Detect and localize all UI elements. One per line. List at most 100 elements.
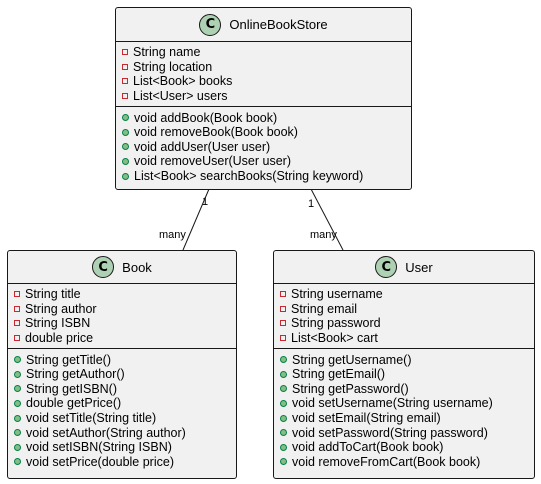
attribute-text: double price [25, 331, 94, 346]
method-text: void setEmail(String email) [292, 411, 441, 426]
method-text: void removeFromCart(Book book) [292, 454, 481, 469]
private-square-icon [14, 305, 20, 312]
attribute-text: String ISBN [25, 316, 91, 331]
method-text: void addBook(Book book) [134, 110, 278, 125]
method-text: String getAuthor() [26, 367, 125, 382]
attribute-row: String email [280, 302, 534, 317]
class-c-icon: C [199, 13, 222, 36]
method-text: String getTitle() [26, 352, 111, 367]
attribute-row: String username [280, 287, 534, 302]
private-square-icon [122, 63, 128, 70]
association-line-store-user [310, 188, 344, 251]
private-square-icon [14, 291, 20, 298]
private-square-icon [14, 335, 20, 342]
class-name: User [405, 259, 433, 275]
mult-store-user-target: many [310, 229, 337, 241]
attribute-row: String title [14, 287, 236, 302]
public-circle-icon [14, 443, 21, 451]
attribute-text: List<User> users [133, 89, 228, 104]
method-text: String getEmail() [292, 367, 386, 382]
public-circle-icon [14, 414, 21, 422]
mult-store-book-target: many [159, 229, 186, 241]
class-header: C User [274, 251, 534, 284]
private-square-icon [280, 320, 286, 327]
method-row: void addUser(User user) [122, 140, 411, 155]
method-text: String getISBN() [26, 381, 118, 396]
method-text: void setPassword(String password) [292, 425, 488, 440]
attribute-row: String password [280, 316, 534, 331]
method-row: void removeBook(Book book) [122, 125, 411, 140]
method-row: String getUsername() [280, 352, 534, 367]
private-square-icon [280, 335, 286, 342]
method-row: String getISBN() [14, 382, 236, 397]
method-row: void addBook(Book book) [122, 110, 411, 125]
methods-section: void addBook(Book book)void removeBook(B… [116, 107, 411, 186]
class-name: OnlineBookStore [229, 17, 328, 32]
method-row: void removeFromCart(Book book) [280, 455, 534, 470]
public-circle-icon [14, 385, 21, 393]
class-name: Book [122, 259, 152, 275]
mult-store-book-source: 1 [202, 196, 209, 208]
method-row: String getPassword() [280, 382, 534, 397]
method-text: void setUsername(String username) [292, 396, 493, 411]
public-circle-icon [280, 385, 287, 393]
attribute-row: List<User> users [122, 89, 411, 104]
method-row: List<Book> searchBooks(String keyword) [122, 169, 411, 184]
public-circle-icon [14, 356, 21, 364]
public-circle-icon [122, 114, 129, 122]
method-row: String getTitle() [14, 352, 236, 367]
private-square-icon [280, 305, 286, 312]
method-row: String getEmail() [280, 367, 534, 382]
method-text: double getPrice() [26, 396, 122, 411]
public-circle-icon [14, 399, 21, 407]
method-text: void setPrice(double price) [26, 454, 174, 469]
public-circle-icon [122, 128, 129, 136]
method-text: void setAuthor(String author) [26, 425, 186, 440]
method-row: void removeUser(User user) [122, 154, 411, 169]
public-circle-icon [280, 414, 287, 422]
public-circle-icon [122, 143, 129, 151]
attribute-row: String name [122, 45, 411, 60]
method-text: void addUser(User user) [134, 139, 271, 154]
private-square-icon [280, 291, 286, 298]
public-circle-icon [280, 370, 287, 378]
private-square-icon [122, 78, 128, 85]
method-row: void setAuthor(String author) [14, 425, 236, 440]
attribute-row: double price [14, 331, 236, 346]
association-line-store-book [182, 188, 210, 251]
public-circle-icon [14, 429, 21, 437]
method-row: void setPassword(String password) [280, 425, 534, 440]
method-row: void setISBN(String ISBN) [14, 440, 236, 455]
private-square-icon [122, 49, 128, 56]
public-circle-icon [14, 458, 21, 466]
attribute-row: List<Book> books [122, 74, 411, 89]
private-square-icon [14, 320, 20, 327]
method-text: void removeUser(User user) [134, 154, 291, 169]
method-text: void removeBook(Book book) [134, 125, 298, 140]
method-text: String getPassword() [292, 381, 409, 396]
attribute-row: List<Book> cart [280, 331, 534, 346]
method-text: void setISBN(String ISBN) [26, 440, 172, 455]
method-row: String getAuthor() [14, 367, 236, 382]
method-row: void setPrice(double price) [14, 455, 236, 470]
public-circle-icon [280, 443, 287, 451]
private-square-icon [122, 93, 128, 100]
method-text: void addToCart(Book book) [292, 440, 444, 455]
method-text: void setTitle(String title) [26, 411, 157, 426]
public-circle-icon [280, 399, 287, 407]
method-row: void setEmail(String email) [280, 411, 534, 426]
attribute-text: String author [25, 301, 97, 316]
public-circle-icon [280, 458, 287, 466]
class-c-icon: C [375, 256, 398, 278]
attribute-text: List<Book> books [133, 74, 233, 89]
attribute-row: String location [122, 60, 411, 75]
public-circle-icon [122, 157, 129, 165]
method-row: void setUsername(String username) [280, 396, 534, 411]
class-header: C Book [8, 251, 236, 284]
